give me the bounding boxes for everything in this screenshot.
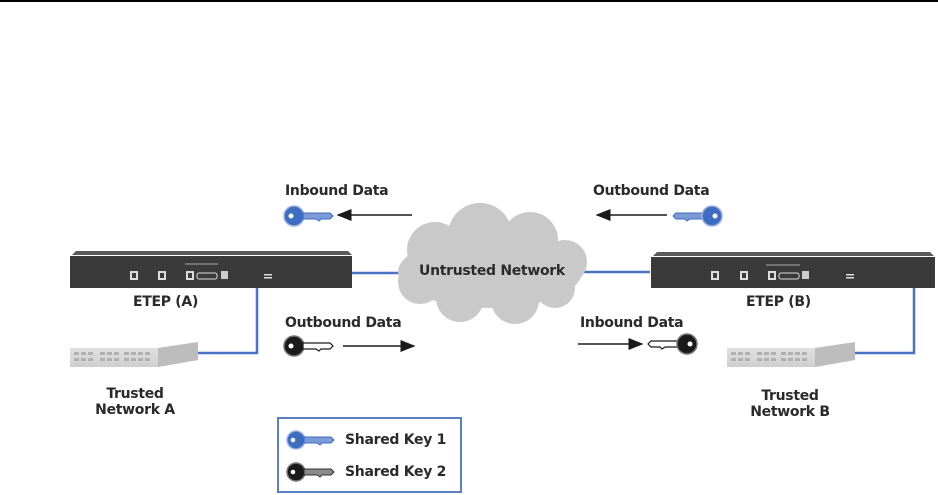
legend-label-1: Shared Key 1 [345,432,446,448]
legend-item-shared-key-1: Shared Key 1 [285,427,446,453]
trusted-network-b-label: Trusted Network B [735,388,845,420]
trusted-network-a-label: Trusted Network A [80,386,190,418]
trusted-a-switch-icon [70,342,198,367]
key-icon-black [285,462,337,482]
trusted-b-switch-icon [727,342,855,367]
legend: Shared Key 1 Shared Key 2 [277,417,462,493]
trusted-b-line2: Network B [735,404,845,420]
etep-b-label: ETEP (B) [746,294,811,310]
link-etep-a-trusted-a [197,288,257,353]
label-outbound-data-top: Outbound Data [593,183,709,199]
trusted-a-line1: Trusted [80,386,190,402]
key-icon-black-outbound [284,336,333,356]
trusted-b-line1: Trusted [735,388,845,404]
key-icon-blue-inbound [284,206,333,226]
etep-b-device-icon [651,252,935,288]
key-icon-black-inbound [648,334,697,354]
label-inbound-data-top: Inbound Data [285,183,388,199]
label-outbound-data-bottom: Outbound Data [285,315,401,331]
label-inbound-data-bottom: Inbound Data [580,315,683,331]
etep-a-device-icon [70,251,352,288]
etep-a-label: ETEP (A) [133,294,198,310]
key-icon-blue-outbound [673,206,722,226]
legend-label-2: Shared Key 2 [345,464,446,480]
cloud-label: Untrusted Network [419,263,565,279]
link-etep-b-trusted-b [855,288,914,353]
key-icon-blue [285,430,337,450]
legend-item-shared-key-2: Shared Key 2 [285,459,446,485]
trusted-a-line2: Network A [80,402,190,418]
